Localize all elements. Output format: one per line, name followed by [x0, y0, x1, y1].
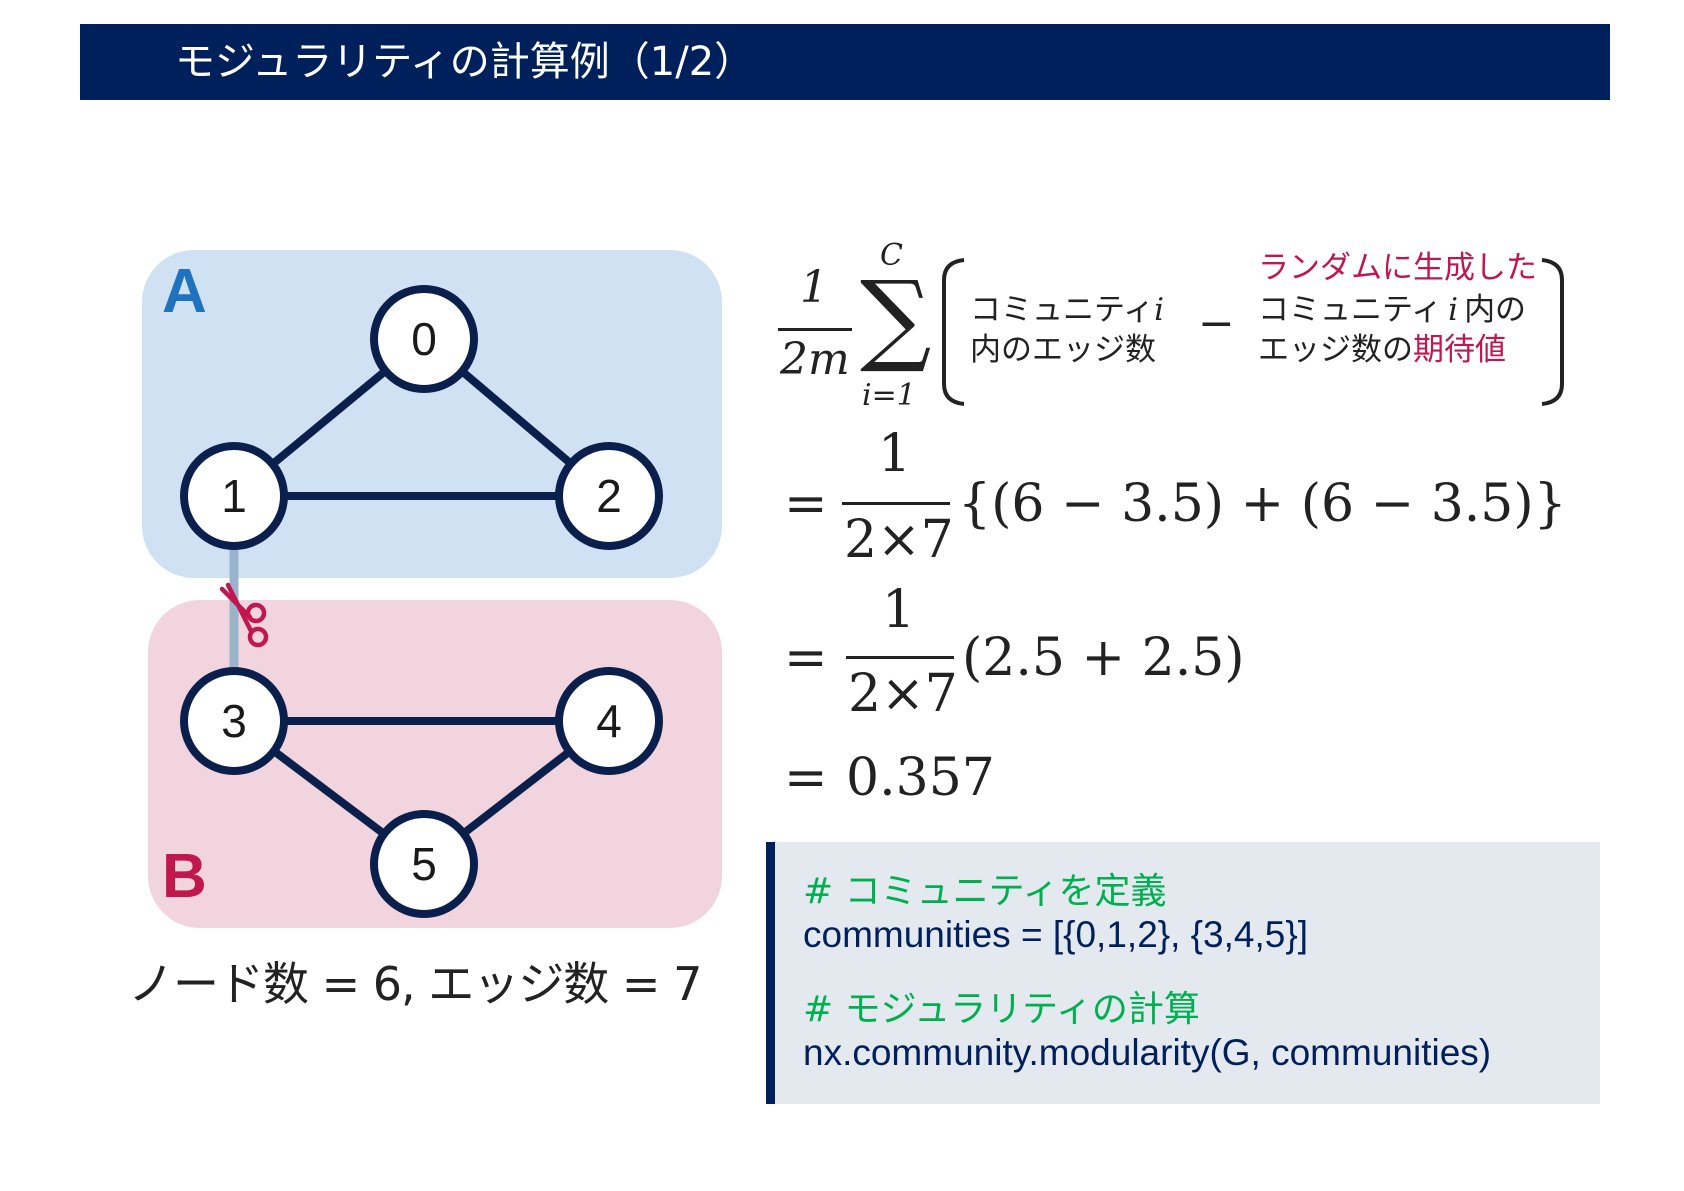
formula-frac-line — [778, 328, 852, 331]
step3-result: 0.357 — [846, 748, 995, 808]
sum-symbol: ∑ — [860, 259, 932, 376]
graph-caption: ノード数 = 6, エッジ数 = 7 — [128, 957, 702, 1011]
node-0: 0 — [370, 285, 478, 393]
left-bracket — [942, 258, 965, 406]
node-3: 3 — [180, 667, 288, 775]
svg-text:3: 3 — [221, 695, 247, 747]
term1-line2: 内のエッジ数 — [970, 332, 1156, 368]
community-a-label: A — [162, 257, 207, 326]
svg-text:2: 2 — [596, 470, 622, 522]
node-5: 5 — [370, 810, 478, 918]
node-4: 4 — [555, 667, 663, 775]
code-line-modularity: nx.community.modularity(G, communities) — [803, 1032, 1492, 1073]
title-bar: モジュラリティの計算例（1/2） — [80, 24, 1610, 100]
code-comment-define: # コミュニティを定義 — [803, 871, 1167, 912]
term1-line1: コミュニティi — [970, 292, 1165, 328]
code-comment-compute: # モジュラリティの計算 — [803, 989, 1200, 1030]
step2-expr: (2.5 + 2.5) — [962, 628, 1245, 688]
step2-den: 2×7 — [848, 664, 958, 724]
scissors-icon — [219, 582, 269, 648]
step1-den: 2×7 — [844, 510, 954, 570]
node-2: 2 — [555, 442, 663, 550]
step1-num: 1 — [878, 424, 912, 484]
svg-text:1: 1 — [221, 470, 247, 522]
svg-text:4: 4 — [596, 695, 622, 747]
step2-num: 1 — [882, 580, 916, 640]
step2-eq: = — [784, 628, 828, 688]
step1-eq: = — [784, 474, 828, 534]
step1-frac-line — [842, 502, 950, 505]
code-panel: # コミュニティを定義 communities = [{0,1,2}, {3,4… — [766, 842, 1600, 1104]
step3-eq: = — [784, 748, 828, 808]
formula-frac-num: 1 — [800, 262, 828, 313]
formula-minus: − — [1198, 298, 1235, 349]
sum-lower: i=1 — [862, 378, 916, 413]
page-title: モジュラリティの計算例（1/2） — [175, 39, 755, 85]
term2-red-line: ランダムに生成した — [1258, 250, 1537, 286]
node-1: 1 — [180, 442, 288, 550]
step1-expr: {(6 − 3.5) + (6 − 3.5)} — [958, 474, 1567, 534]
community-b-label: B — [162, 842, 207, 911]
svg-text:5: 5 — [411, 838, 437, 890]
term2-line3: エッジ数の期待値 — [1258, 332, 1506, 368]
sum-upper: C — [880, 238, 903, 273]
step2-frac-line — [846, 656, 954, 659]
right-bracket — [1541, 258, 1564, 406]
formula-frac-den: 2m — [780, 334, 850, 385]
code-line-communities: communities = [{0,1,2}, {3,4,5}] — [803, 914, 1308, 955]
svg-text:0: 0 — [411, 313, 437, 365]
